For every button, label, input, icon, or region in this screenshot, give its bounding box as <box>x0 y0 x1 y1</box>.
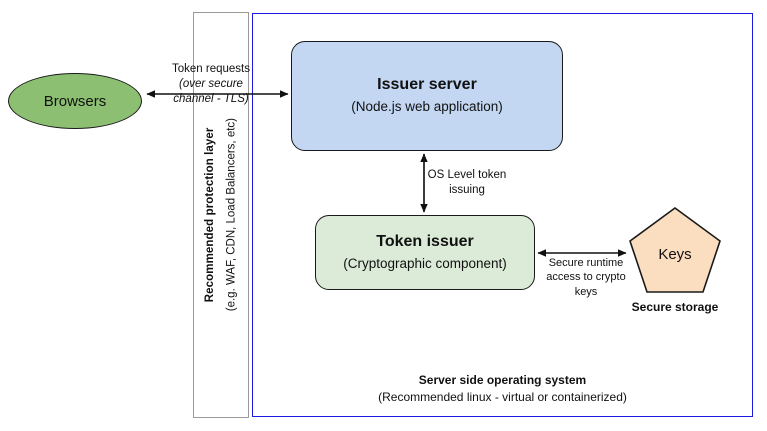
edge-label-os-level-line2: issuing <box>449 183 485 196</box>
node-keys: Keys <box>628 206 722 294</box>
protection-layer-container <box>193 12 249 418</box>
node-issuer-server-title: Issuer server <box>377 76 477 94</box>
node-browsers: Browsers <box>8 73 142 129</box>
edge-label-token-requests-line1: Token requests <box>172 63 250 75</box>
edge-label-crypto-access-line3: keys <box>574 285 598 298</box>
node-issuer-server-subtitle: (Node.js web application) <box>351 99 503 115</box>
node-keys-label: Keys <box>658 245 692 263</box>
edge-label-token-requests-line2: (over secure <box>179 77 243 90</box>
operating-system-container <box>252 13 753 417</box>
edge-label-token-requests-line3: channel - TLS) <box>173 92 249 105</box>
operating-system-title: Server side operating system <box>418 373 587 387</box>
edge-label-token-requests: Token requests (over secure channel - TL… <box>152 62 270 107</box>
node-token-issuer: Token issuer (Cryptographic component) <box>315 215 535 290</box>
secure-storage-caption: Secure storage <box>631 300 719 314</box>
node-keys-label-wrap: Keys <box>628 206 722 294</box>
edge-label-os-level: OS Level token issuing <box>408 168 526 198</box>
node-token-issuer-subtitle: (Cryptographic component) <box>343 255 507 271</box>
node-browsers-label: Browsers <box>43 92 107 110</box>
node-token-issuer-title: Token issuer <box>376 232 474 250</box>
edge-label-crypto-access-line2: access to crypto <box>546 271 626 284</box>
operating-system-caption: Server side operating system (Recommende… <box>252 372 753 407</box>
edge-label-os-level-line1: OS Level token <box>427 169 507 181</box>
pentagon-shape <box>629 207 721 293</box>
edge-label-crypto-access: Secure runtime access to crypto keys <box>540 256 632 299</box>
node-issuer-server: Issuer server (Node.js web application) <box>291 41 563 151</box>
edge-label-crypto-access-line1: Secure runtime <box>548 257 624 269</box>
operating-system-subtitle: (Recommended linux - virtual or containe… <box>378 390 627 405</box>
